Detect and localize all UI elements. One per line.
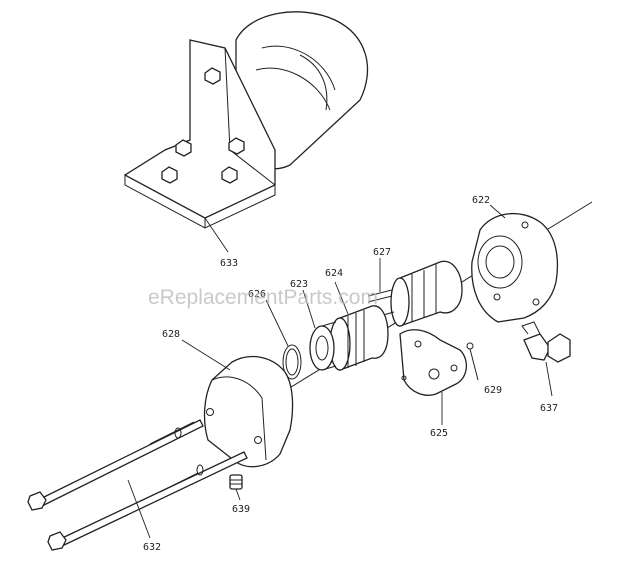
leader-637 xyxy=(545,361,553,397)
callout-626: 626 xyxy=(248,289,266,300)
bolt-head xyxy=(228,137,245,155)
callout-632: 632 xyxy=(143,542,161,553)
washer xyxy=(196,464,204,476)
callout-637: 637 xyxy=(540,403,558,414)
callout-624: 624 xyxy=(325,268,343,279)
bushing-623 xyxy=(309,321,337,371)
bracket-plate-625 xyxy=(399,329,467,396)
snap-ring-626 xyxy=(282,344,302,380)
leader-623 xyxy=(302,289,316,329)
end-cap-628 xyxy=(203,355,294,468)
mounting-bracket xyxy=(123,39,276,229)
bolt-hole xyxy=(254,436,262,444)
callout-629: 629 xyxy=(484,385,502,396)
bolt-head xyxy=(161,166,178,184)
long-bolt-upper xyxy=(27,419,204,511)
gear-coupling-624 xyxy=(329,305,389,371)
leader-628 xyxy=(181,339,231,371)
leader-622 xyxy=(489,204,506,219)
callout-633: 633 xyxy=(220,258,238,269)
bolt-head xyxy=(204,67,221,85)
rear-flange-622 xyxy=(471,212,559,323)
coupling-627 xyxy=(390,260,463,327)
bolt-head xyxy=(221,166,238,184)
spacer-639 xyxy=(229,474,243,490)
leader-633 xyxy=(204,217,229,253)
callout-627: 627 xyxy=(373,247,391,258)
leader-632 xyxy=(127,479,151,539)
callout-622: 622 xyxy=(472,195,490,206)
long-bolt-lower xyxy=(47,451,248,551)
leader-626 xyxy=(265,299,289,347)
callout-639: 639 xyxy=(232,504,250,515)
washer xyxy=(174,427,182,439)
elbow-fitting-637 xyxy=(521,321,571,363)
watermark: eReplacementParts.com xyxy=(148,286,378,309)
callout-625: 625 xyxy=(430,428,448,439)
callout-628: 628 xyxy=(162,329,180,340)
bolt-hole xyxy=(206,408,214,416)
bolt-head xyxy=(175,139,192,157)
leader-639 xyxy=(235,488,241,501)
pin-629 xyxy=(466,342,479,381)
leader-624 xyxy=(334,281,349,315)
callout-623: 623 xyxy=(290,279,308,290)
